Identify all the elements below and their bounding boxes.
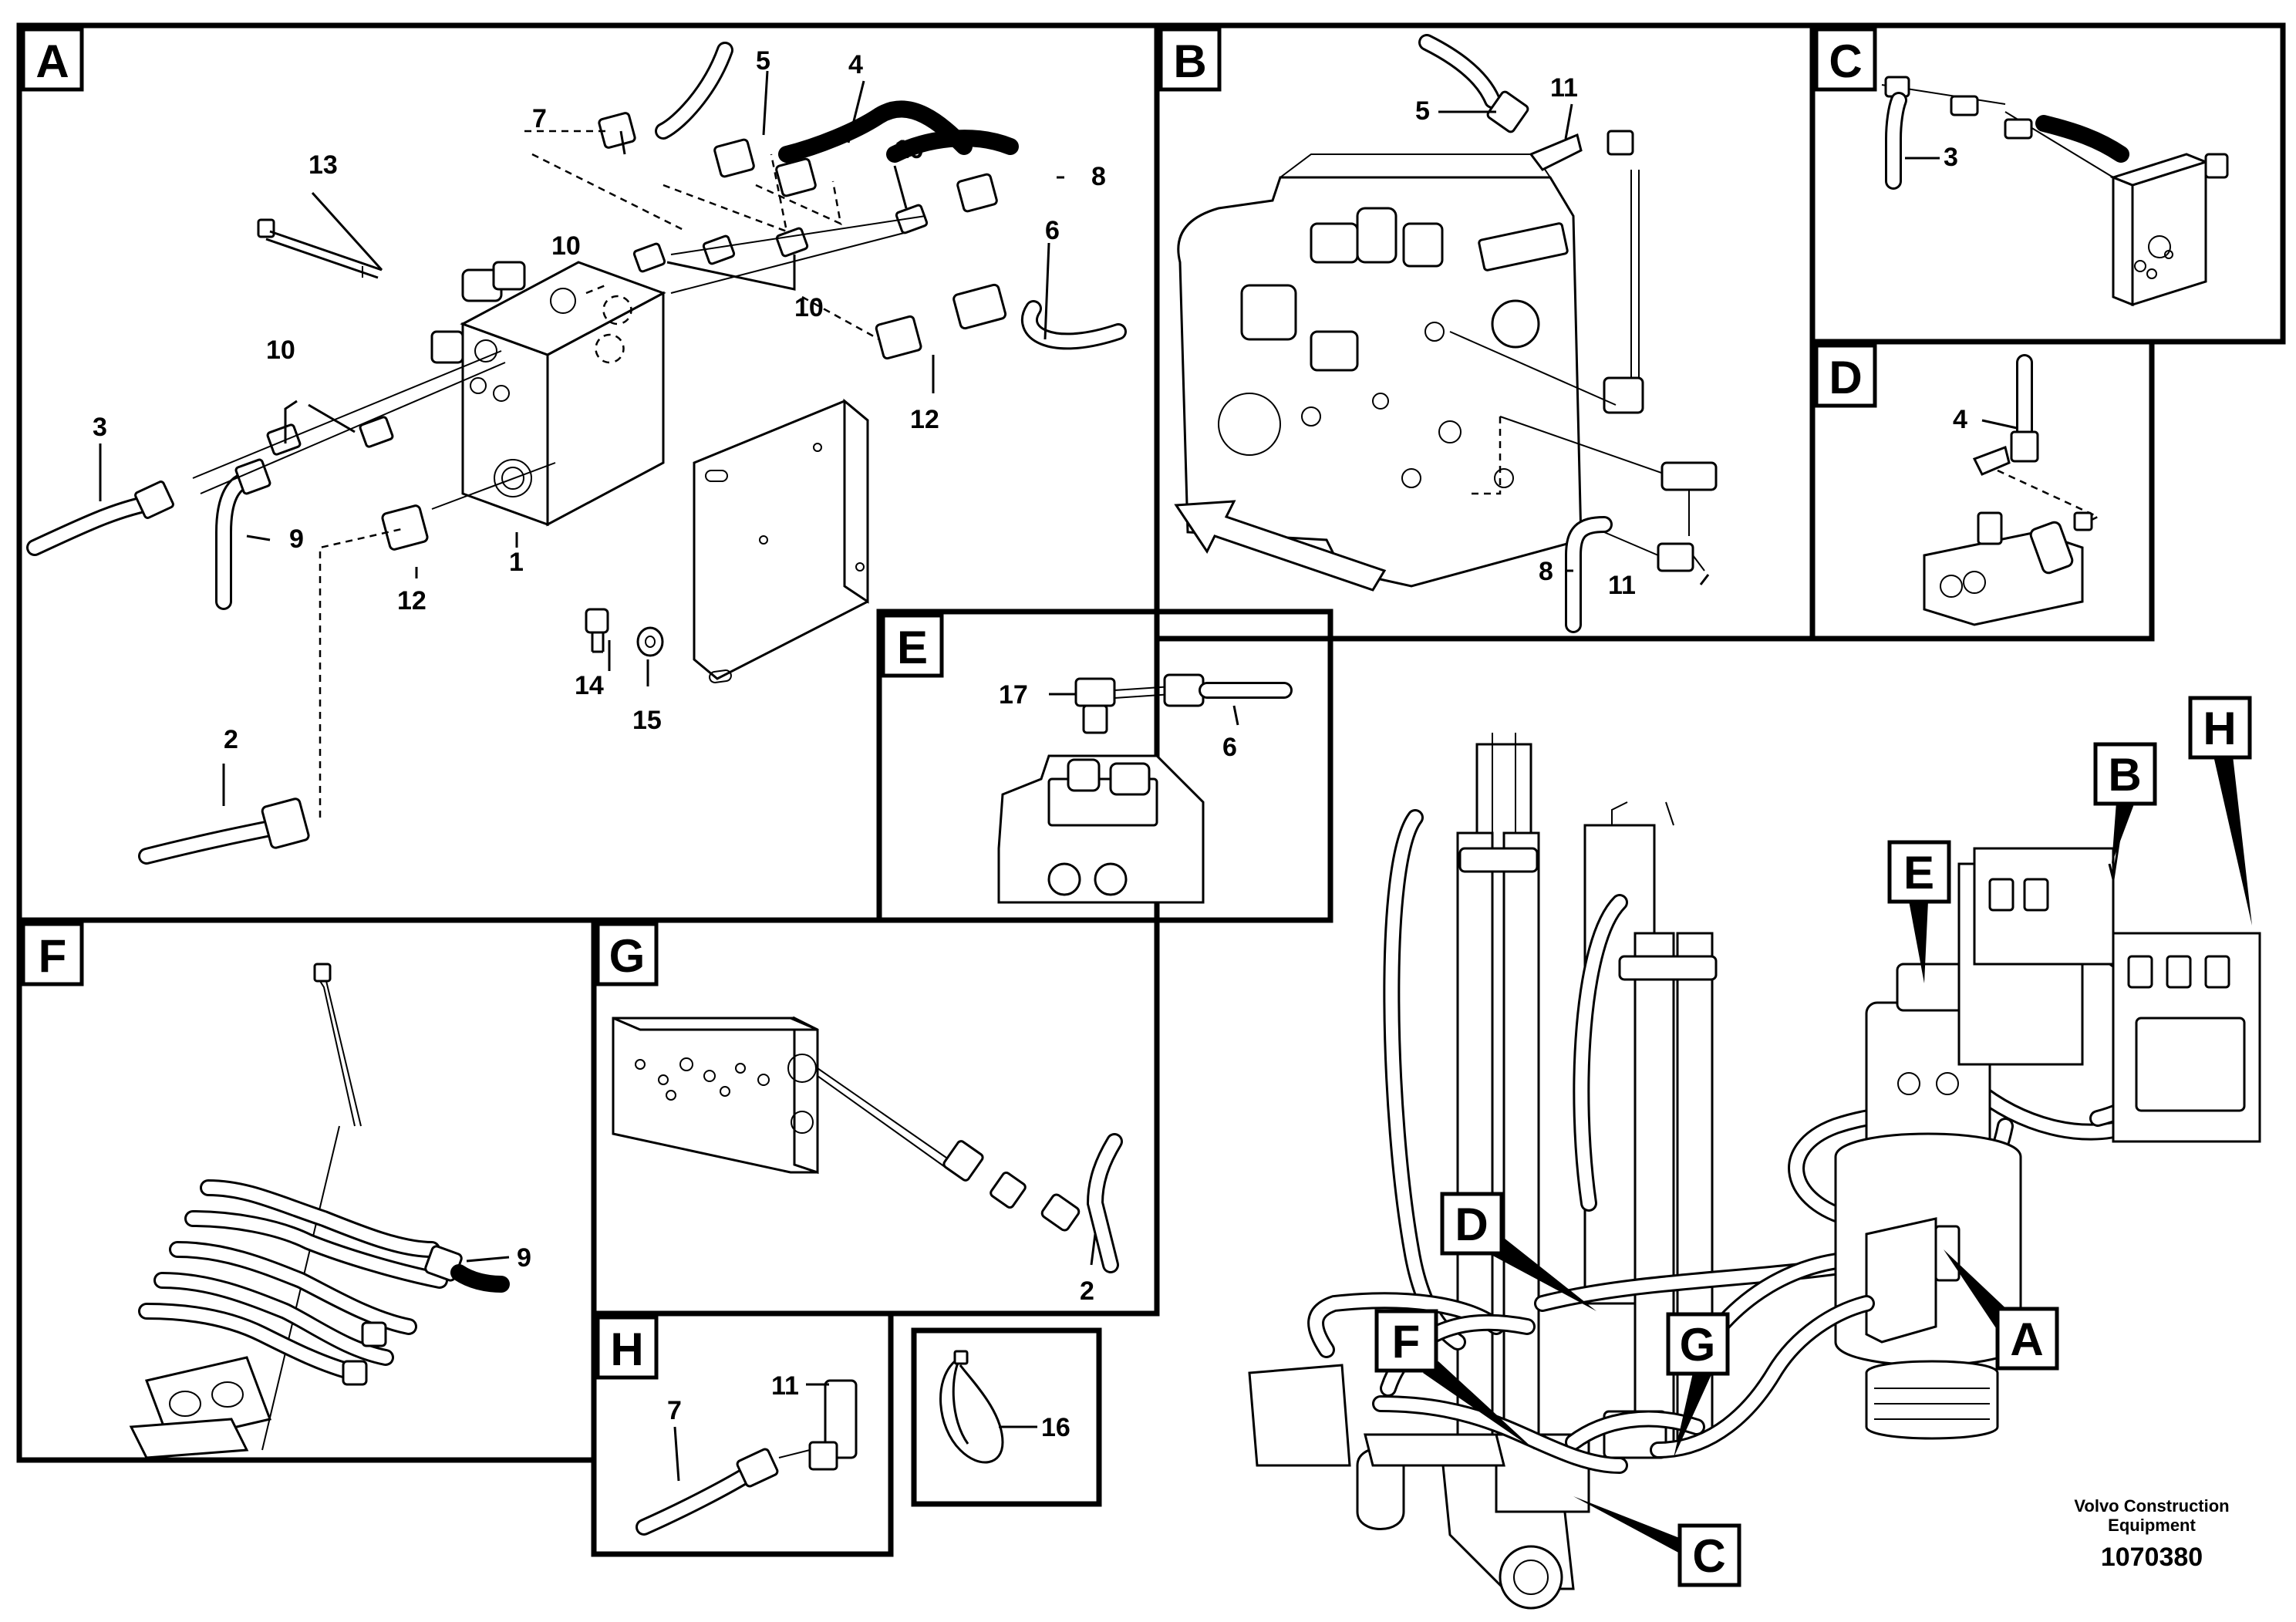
callout-a-13: 13: [308, 150, 338, 180]
panel-d-drawing: 4: [1923, 354, 2100, 626]
callout-f-9: 9: [517, 1243, 531, 1273]
bolt-13: [257, 218, 383, 279]
caption-company: Volvo Construction: [2074, 1496, 2229, 1516]
overview-machine: [1248, 733, 2261, 1610]
callout-a-4: 4: [848, 50, 863, 79]
hose-bundle-f: [138, 1179, 448, 1381]
overview-tag-b: B: [2108, 749, 2141, 801]
callout-c-3: 3: [1944, 143, 1958, 172]
callout-h-7: 7: [667, 1396, 682, 1425]
overview-tag-g: G: [1680, 1319, 1716, 1371]
panel-cable-tie-drawing: 16: [939, 1350, 1070, 1464]
panel-f-frame: [16, 917, 597, 1463]
direction-arrow: [1174, 500, 1387, 592]
overview-tag-e: E: [1903, 847, 1934, 899]
panel-frames: [16, 22, 2286, 1557]
panel-f-drawing: 9: [129, 963, 531, 1459]
overview-tags: B H E D F G A C: [1374, 696, 2252, 1587]
valve-block: [430, 261, 666, 527]
callout-d-4: 4: [1953, 405, 1967, 434]
panel-d-letter: D: [1829, 352, 1862, 403]
control-valve-body: [1177, 153, 1583, 588]
callout-b-11-bottom: 11: [1608, 571, 1636, 600]
panel-g-letter: G: [609, 930, 646, 982]
callouts-panel-b: 5 11 8 11: [1415, 73, 1636, 600]
panel-c-letter: C: [1829, 35, 1862, 87]
caption-number: 1070380: [2101, 1543, 2203, 1572]
callout-a-14: 14: [575, 671, 604, 700]
callout-a-5: 5: [756, 46, 770, 76]
panel-e-drawing: 17 6: [997, 673, 1293, 904]
panel-cable-tie-frame: [911, 1327, 1102, 1507]
callout-e-17: 17: [999, 680, 1028, 710]
panel-a-drawing: 7 5 4 13 10 8 10 6 10 10 12 3 9 1 12 14 …: [26, 42, 1127, 865]
callout-a-12-right: 12: [910, 405, 939, 434]
callout-h-11: 11: [771, 1371, 799, 1401]
overview-tag-h: H: [2203, 703, 2236, 754]
callout-a-3: 3: [93, 413, 107, 442]
panel-g-drawing: 2: [612, 1016, 1123, 1306]
overview-tag-f: F: [1392, 1316, 1421, 1367]
callout-h-16: 16: [1041, 1413, 1070, 1442]
panel-c-frame: [1809, 22, 2286, 345]
panel-e-letter: E: [897, 622, 928, 673]
document-caption: Volvo Construction Equipment 1070380: [2074, 1496, 2229, 1572]
callouts-panel-a: 7 5 4 13 10 8 10 6 10 10 12 3 9 1 12 14 …: [93, 46, 1106, 754]
panel-d-frame: [1809, 339, 2155, 642]
callout-a-10-left: 10: [266, 336, 295, 365]
panel-c-drawing: 3: [1881, 76, 2229, 307]
callout-a-8: 8: [1091, 162, 1106, 191]
callout-a-10-mid: 10: [551, 231, 581, 261]
screw-washer: [585, 608, 664, 657]
callout-e-6: 6: [1222, 733, 1237, 762]
caption-company-line2: Equipment: [2108, 1516, 2196, 1535]
callout-b-5: 5: [1415, 96, 1430, 126]
callout-b-11-top: 11: [1550, 73, 1578, 103]
mounting-plate: [693, 398, 869, 683]
callout-g-2: 2: [1080, 1276, 1094, 1306]
panel-h-frame: [591, 1310, 894, 1557]
callout-b-8: 8: [1539, 557, 1553, 586]
panel-h-drawing: 11 7: [636, 1371, 858, 1536]
callout-a-1: 1: [509, 548, 524, 577]
overview-tag-d: D: [1455, 1199, 1488, 1250]
panel-f-letter: F: [39, 930, 67, 982]
panel-letters: A B C D E F G H: [21, 27, 1877, 1380]
callout-a-10-top: 10: [895, 135, 924, 164]
panel-b-letter: B: [1173, 35, 1206, 87]
callout-a-12-left: 12: [397, 586, 426, 615]
leaders-panel-a: [99, 70, 1064, 818]
callout-a-9: 9: [289, 524, 304, 554]
panel-b-drawing: 5 11 8 11: [1174, 34, 1718, 633]
callout-a-2: 2: [224, 725, 238, 754]
overview-tag-a: A: [2010, 1313, 2043, 1365]
callout-a-6: 6: [1045, 216, 1060, 245]
panel-h-letter: H: [610, 1324, 643, 1375]
overview-tag-c: C: [1692, 1530, 1725, 1582]
callout-a-7: 7: [532, 104, 547, 133]
callout-a-10-right: 10: [794, 293, 824, 322]
panel-a-letter: A: [35, 35, 69, 87]
callout-a-15: 15: [632, 706, 662, 735]
